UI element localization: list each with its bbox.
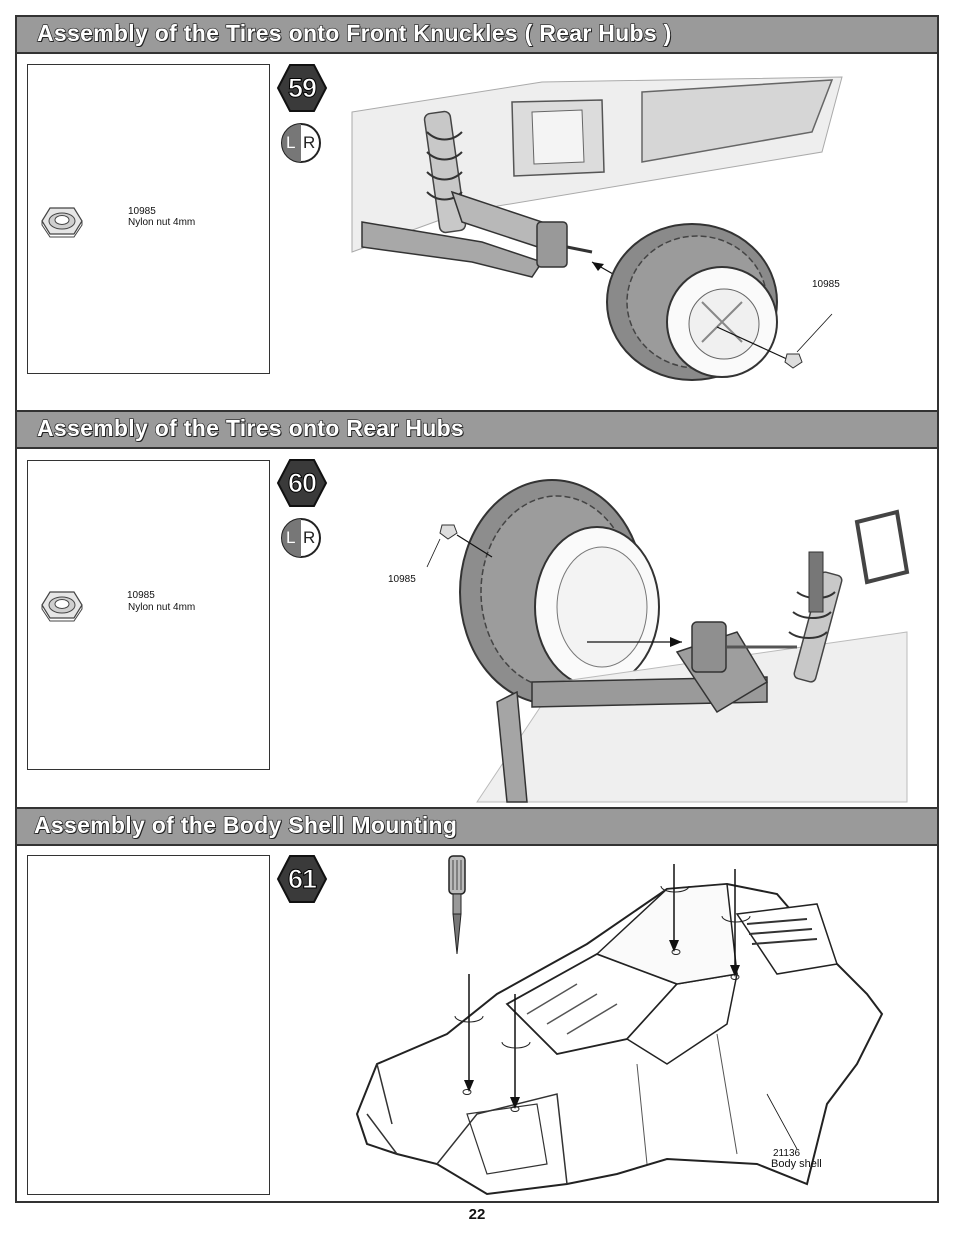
left-right-marker: L R (281, 518, 321, 558)
lr-circle-icon (281, 123, 321, 163)
right-label: R (303, 133, 316, 152)
part-name: Nylon nut 4mm (128, 602, 196, 613)
hexagon-icon (276, 64, 328, 112)
body-shell-illustration (355, 864, 884, 1196)
callout-label: 10985 (812, 279, 840, 290)
section-title: Assembly of the Body Shell Mounting (33, 811, 458, 838)
screwdriver-icon (448, 855, 466, 955)
step-badge: 59 (276, 64, 328, 112)
section-header-bar: Assembly of the Tires onto Front Knuckle… (17, 17, 937, 54)
section-divider (17, 410, 937, 412)
left-label: L (286, 133, 296, 152)
section-61: Assembly of the Body Shell Mounting 61 (17, 809, 937, 1203)
step-number: 61 (287, 864, 317, 895)
page-number: 22 (468, 1206, 486, 1223)
part-code: 10985 (127, 590, 155, 601)
callout-label: Body shell (771, 1158, 822, 1170)
nut-callout-line (716, 313, 833, 369)
section-title: Assembly of the Tires onto Rear Hubs (36, 414, 465, 441)
tire-illustration (606, 223, 778, 381)
parts-box: 10985 Nylon nut 4mm (27, 460, 270, 770)
left-label: L (286, 528, 296, 547)
section-header-bar: Assembly of the Tires onto Rear Hubs (17, 412, 937, 449)
front-suspension-illustration (351, 76, 843, 283)
hexagon-icon (276, 459, 328, 507)
step-number: 60 (287, 468, 317, 499)
page-frame: Assembly of the Tires onto Front Knuckle… (15, 15, 939, 1203)
callout-code: 21136 (773, 1148, 801, 1159)
nylon-nut-icon (41, 207, 83, 238)
step-number: 59 (287, 73, 317, 104)
left-right-marker: L R (281, 123, 321, 163)
part-name: Nylon nut 4mm (128, 217, 196, 228)
rear-tire-illustration (459, 479, 660, 705)
nylon-nut-icon (41, 591, 83, 622)
parts-box (27, 855, 270, 1195)
nut-callout-line (426, 524, 493, 568)
callout-label: 10985 (388, 574, 416, 585)
section-header-bar: Assembly of the Body Shell Mounting (17, 809, 937, 846)
right-label: R (303, 528, 316, 547)
section-60: Assembly of the Tires onto Rear Hubs 109… (17, 412, 937, 807)
hexagon-icon (276, 855, 328, 903)
rear-suspension-illustration (476, 509, 910, 803)
section-title: Assembly of the Tires onto Front Knuckle… (36, 19, 672, 46)
lr-circle-icon (281, 518, 321, 558)
section-59: Assembly of the Tires onto Front Knuckle… (17, 17, 937, 412)
step-badge: 61 (276, 855, 328, 903)
step-badge: 60 (276, 459, 328, 507)
parts-box: 10985 Nylon nut 4mm (27, 64, 270, 374)
part-code: 10985 (128, 206, 156, 217)
section-divider (17, 807, 937, 809)
